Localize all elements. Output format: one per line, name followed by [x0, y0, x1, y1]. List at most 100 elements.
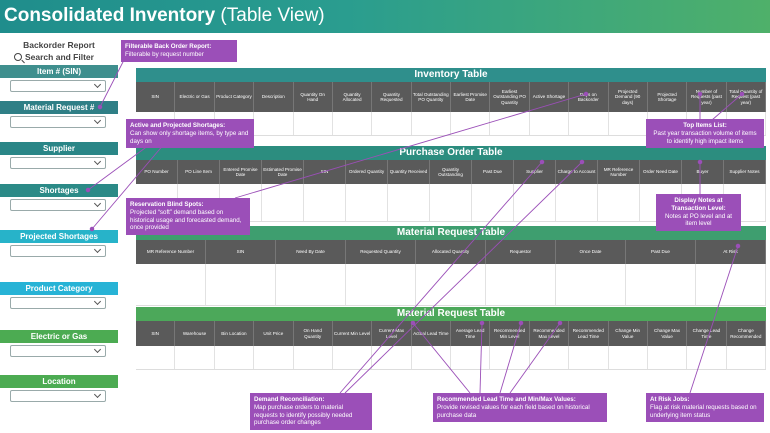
column-header[interactable]: Requestor [486, 240, 556, 264]
column-header[interactable]: Order Need Date [640, 160, 682, 184]
filter-dropdown[interactable] [10, 345, 106, 357]
callout-blind-spots-body: Projected “soft” demand based on histori… [130, 208, 242, 232]
table-cell [254, 112, 294, 135]
column-header[interactable]: Average Lead Time [451, 321, 491, 346]
table-cell [609, 346, 648, 369]
filter-dropdown[interactable] [10, 157, 106, 169]
column-header[interactable]: Current Max Level [372, 321, 412, 346]
column-header[interactable]: Quantity On Hand [294, 82, 333, 112]
column-header[interactable]: Active Shortage [530, 82, 570, 112]
filter-dropdown[interactable] [10, 116, 106, 128]
column-header[interactable]: Change Recommended [727, 321, 766, 346]
table-cell [412, 112, 451, 135]
table-cell [724, 184, 766, 221]
column-header[interactable]: Change Min Value [609, 321, 648, 346]
table-cell [472, 184, 514, 221]
column-header[interactable]: Projected Shortage [648, 82, 688, 112]
filter-dropdown[interactable] [10, 245, 106, 257]
column-header[interactable]: Recommended Min Level [490, 321, 530, 346]
column-header[interactable]: Recommended Lead Time [569, 321, 609, 346]
table-cell [136, 346, 176, 369]
column-header[interactable]: Once Date [556, 240, 626, 264]
column-header[interactable]: Days on Backorder [569, 82, 609, 112]
column-header[interactable]: Charge to Account [556, 160, 598, 184]
column-header[interactable]: Buyer [682, 160, 724, 184]
callout-shortages: Active and Projected Shortages: Can show… [126, 119, 254, 149]
table-title: Inventory Table [136, 68, 766, 82]
column-header[interactable]: At Risk [696, 240, 766, 264]
column-header[interactable]: MR Reference Number [136, 240, 206, 264]
table-cell [569, 112, 609, 135]
table-cell [687, 346, 727, 369]
column-header[interactable]: PO Number [136, 160, 178, 184]
column-header[interactable]: Quantity Allocated [333, 82, 373, 112]
column-header[interactable]: Electric or Gas [175, 82, 215, 112]
column-header[interactable]: Bin Location [215, 321, 255, 346]
table-cell [530, 112, 570, 135]
column-header[interactable]: SIN [136, 321, 176, 346]
page-title-sub: (Table View) [220, 5, 325, 26]
column-header[interactable]: Total Outstanding PO Quantity [412, 82, 451, 112]
callout-notes-title: Display Notes at Transaction Level: [671, 197, 726, 212]
column-header[interactable]: Past Due [472, 160, 514, 184]
column-header[interactable]: Warehouse [175, 321, 215, 346]
column-header[interactable]: Requested Quantity [346, 240, 416, 264]
column-header[interactable]: Supplier Notes [724, 160, 766, 184]
callout-shortages-title: Active and Projected Shortages: [130, 122, 226, 129]
column-header[interactable]: Need By Date [276, 240, 346, 264]
column-header[interactable]: Quantity Received [388, 160, 430, 184]
column-header[interactable]: Actual Lead Time [412, 321, 451, 346]
column-header[interactable]: MR Reference Number [598, 160, 640, 184]
column-header[interactable]: Entered Promise Date [220, 160, 262, 184]
page-title: Consolidated Inventory (Table View) [4, 5, 325, 27]
column-header[interactable]: Quantity Requested [372, 82, 412, 112]
table-cell [416, 264, 486, 305]
table-cell [346, 184, 388, 221]
filter-label: Supplier [0, 142, 118, 155]
page-title-main: Consolidated Inventory [4, 5, 216, 26]
column-header[interactable]: Allocated Quantity [416, 240, 486, 264]
column-header[interactable]: Projected Demand (90 days) [609, 82, 648, 112]
filter-dropdown[interactable] [10, 80, 106, 92]
column-header[interactable]: Unit Price [254, 321, 294, 346]
column-header[interactable]: Estimated Promise Date [262, 160, 304, 184]
column-header[interactable]: Ordered Quantity [346, 160, 388, 184]
table-cell [254, 346, 294, 369]
column-header[interactable]: Product Category [215, 82, 255, 112]
table-cell [333, 112, 373, 135]
column-header[interactable]: Total Quantity of Request (past year) [727, 82, 766, 112]
callout-blind-spots-title: Reservation Blind Spots: [130, 201, 204, 208]
table-cell [262, 184, 304, 221]
filter-dropdown[interactable] [10, 390, 106, 402]
table-cell [648, 346, 688, 369]
table-cell [490, 112, 530, 135]
column-header[interactable]: Earliest Outstanding PO Quantity [490, 82, 530, 112]
column-header[interactable]: Number of Requests (past year) [687, 82, 727, 112]
column-header[interactable]: Supplier [514, 160, 556, 184]
table-cell [220, 184, 262, 221]
callout-demand: Demand Reconciliation: Map purchase orde… [250, 393, 372, 430]
table-cell [175, 346, 215, 369]
column-header[interactable]: SIN [136, 82, 176, 112]
column-header[interactable]: Description [254, 82, 294, 112]
column-header[interactable]: Past Due [626, 240, 696, 264]
column-header[interactable]: Current Min Level [333, 321, 373, 346]
column-header[interactable]: Change Max Value [648, 321, 688, 346]
callout-blind-spots: Reservation Blind Spots: Projected “soft… [126, 198, 250, 235]
column-header[interactable]: SIN [206, 240, 276, 264]
column-header[interactable]: Quantity Outstanding [430, 160, 472, 184]
column-header[interactable]: PO Line Item [178, 160, 220, 184]
column-header[interactable]: Earliest Promise Date [451, 82, 491, 112]
table-cell [294, 112, 333, 135]
callout-at-risk: At Risk Jobs: Flag at risk material requ… [646, 393, 764, 423]
column-header[interactable]: On Hand Quantity [294, 321, 333, 346]
callout-shortages-body: Can show only shortage items, by type an… [130, 129, 249, 145]
column-header[interactable]: Recommended Max Level [530, 321, 570, 346]
table-cell [556, 184, 598, 221]
column-header[interactable]: Change Lead Time [687, 321, 727, 346]
filter-dropdown[interactable] [10, 199, 106, 211]
filter-dropdown[interactable] [10, 297, 106, 309]
table-cell [556, 264, 626, 305]
